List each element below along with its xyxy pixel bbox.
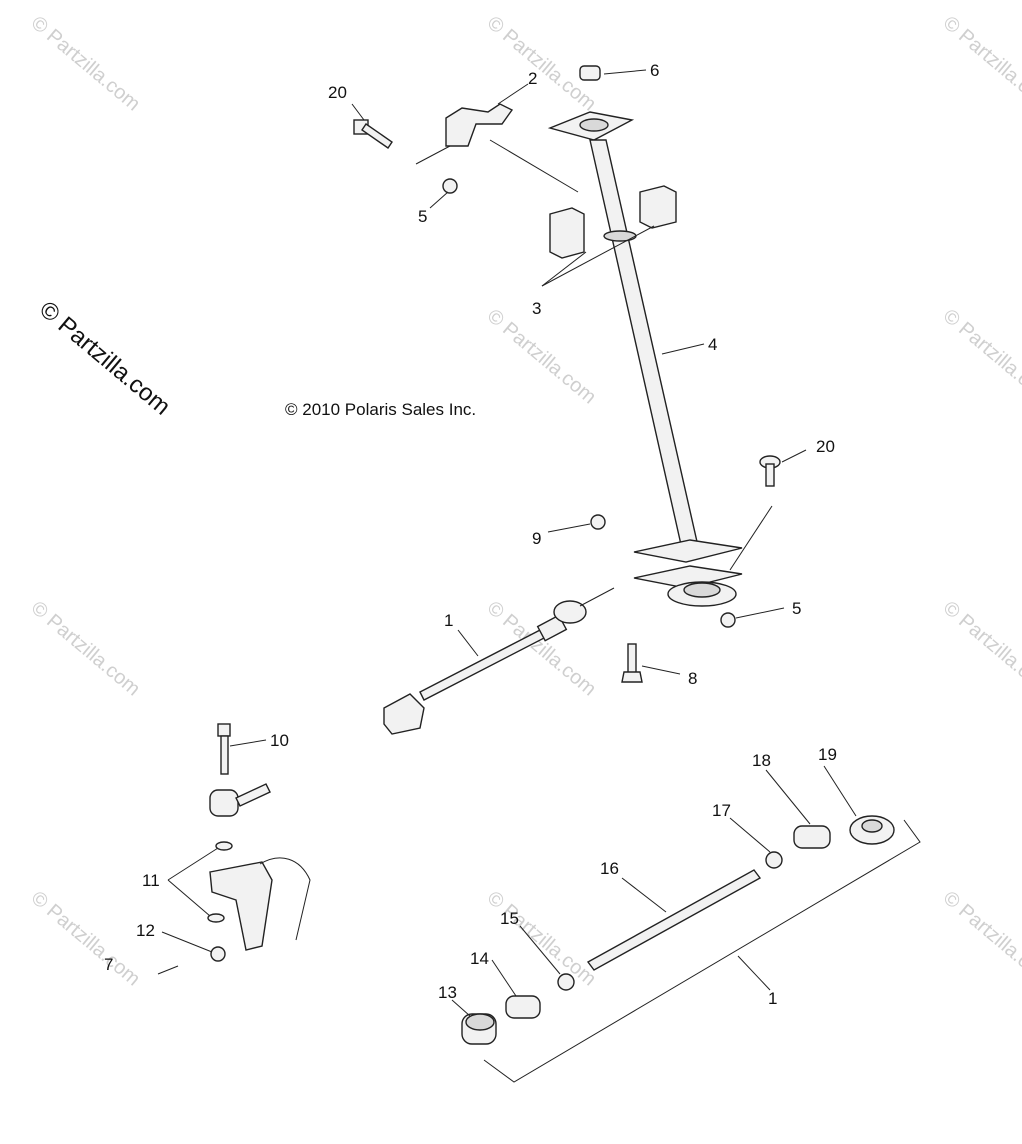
bottom-hub — [683, 582, 721, 598]
watermark-tile: © Partzilla.com — [27, 887, 144, 990]
rod-16 — [586, 869, 762, 971]
watermark-tile: © Partzilla.com — [483, 305, 600, 408]
watermark-tile: © Partzilla.com — [483, 12, 600, 115]
bolt-right — [759, 455, 781, 487]
pin-10 — [217, 723, 231, 775]
watermark-tile: © Partzilla.com — [939, 887, 1022, 990]
pitman-arm-lower — [633, 565, 743, 589]
top-flange-hub — [579, 118, 609, 132]
callout-8: 8 — [688, 669, 697, 688]
pitman-arm-upper — [633, 539, 743, 563]
watermark-tile: © Partzilla.com — [27, 12, 144, 115]
callout-20: 20 — [816, 437, 835, 456]
cotter-pin-7 — [157, 965, 179, 975]
ball-joint-18 — [793, 825, 831, 849]
callout-15: 15 — [500, 909, 519, 928]
callout-19: 19 — [818, 745, 837, 764]
callout-1: 1 — [768, 989, 777, 1008]
callout-7: 7 — [104, 955, 113, 974]
watermark-tile: © Partzilla.com — [939, 597, 1022, 700]
bolt-top — [353, 119, 393, 149]
callout-11: 11 — [142, 871, 160, 890]
callout-5: 5 — [418, 207, 427, 226]
callout-14: 14 — [470, 949, 489, 968]
callout-1: 1 — [444, 611, 453, 630]
watermark-main: © Partzilla.com — [34, 296, 175, 421]
nut-12 — [210, 946, 226, 962]
rod-end-left — [209, 783, 271, 817]
callout-9: 9 — [532, 529, 541, 548]
clamp-bracket — [445, 103, 514, 147]
spindle-arm — [209, 861, 273, 951]
bushing-left — [549, 207, 585, 259]
watermark-tile: © Partzilla.com — [27, 597, 144, 700]
callouts: 20 2 6 5 3 4 20 9 5 1 8 10 19 18 17 16 1… — [104, 61, 837, 1008]
nut-5-bottom — [720, 612, 736, 628]
cap — [579, 65, 601, 81]
nut-9 — [590, 514, 606, 530]
jam-nut-15 — [557, 973, 575, 991]
callout-12: 12 — [136, 921, 155, 940]
nut-5-top — [442, 178, 458, 194]
callout-18: 18 — [752, 751, 771, 770]
ball-joint-14 — [505, 995, 541, 1019]
watermark-tile: © Partzilla.com — [939, 12, 1022, 115]
callout-2: 2 — [528, 69, 537, 88]
callout-20: 20 — [328, 83, 347, 102]
bushing-right — [639, 185, 677, 229]
callout-17: 17 — [712, 801, 731, 820]
callout-13: 13 — [438, 983, 457, 1002]
callout-3: 3 — [532, 299, 541, 318]
bolt-8 — [621, 643, 643, 683]
callout-10: 10 — [270, 731, 289, 750]
tie-rod-lower — [461, 815, 895, 1045]
callout-6: 6 — [650, 61, 659, 80]
copyright-text: © 2010 Polaris Sales Inc. — [285, 400, 476, 419]
steering-post — [547, 111, 743, 607]
jam-nut-17 — [765, 851, 783, 869]
callout-5: 5 — [792, 599, 801, 618]
washer-11-top — [215, 841, 233, 851]
callout-16: 16 — [600, 859, 619, 878]
spindle-outline — [259, 857, 311, 941]
leader-lines — [161, 69, 921, 1083]
watermark-tile: © Partzilla.com — [939, 305, 1022, 408]
callout-4: 4 — [708, 335, 717, 354]
shaft-collar — [603, 230, 637, 242]
tie-rod-upper — [383, 600, 587, 735]
watermark-tile: © Partzilla.com — [483, 887, 600, 990]
washer-11-bottom — [207, 913, 225, 923]
